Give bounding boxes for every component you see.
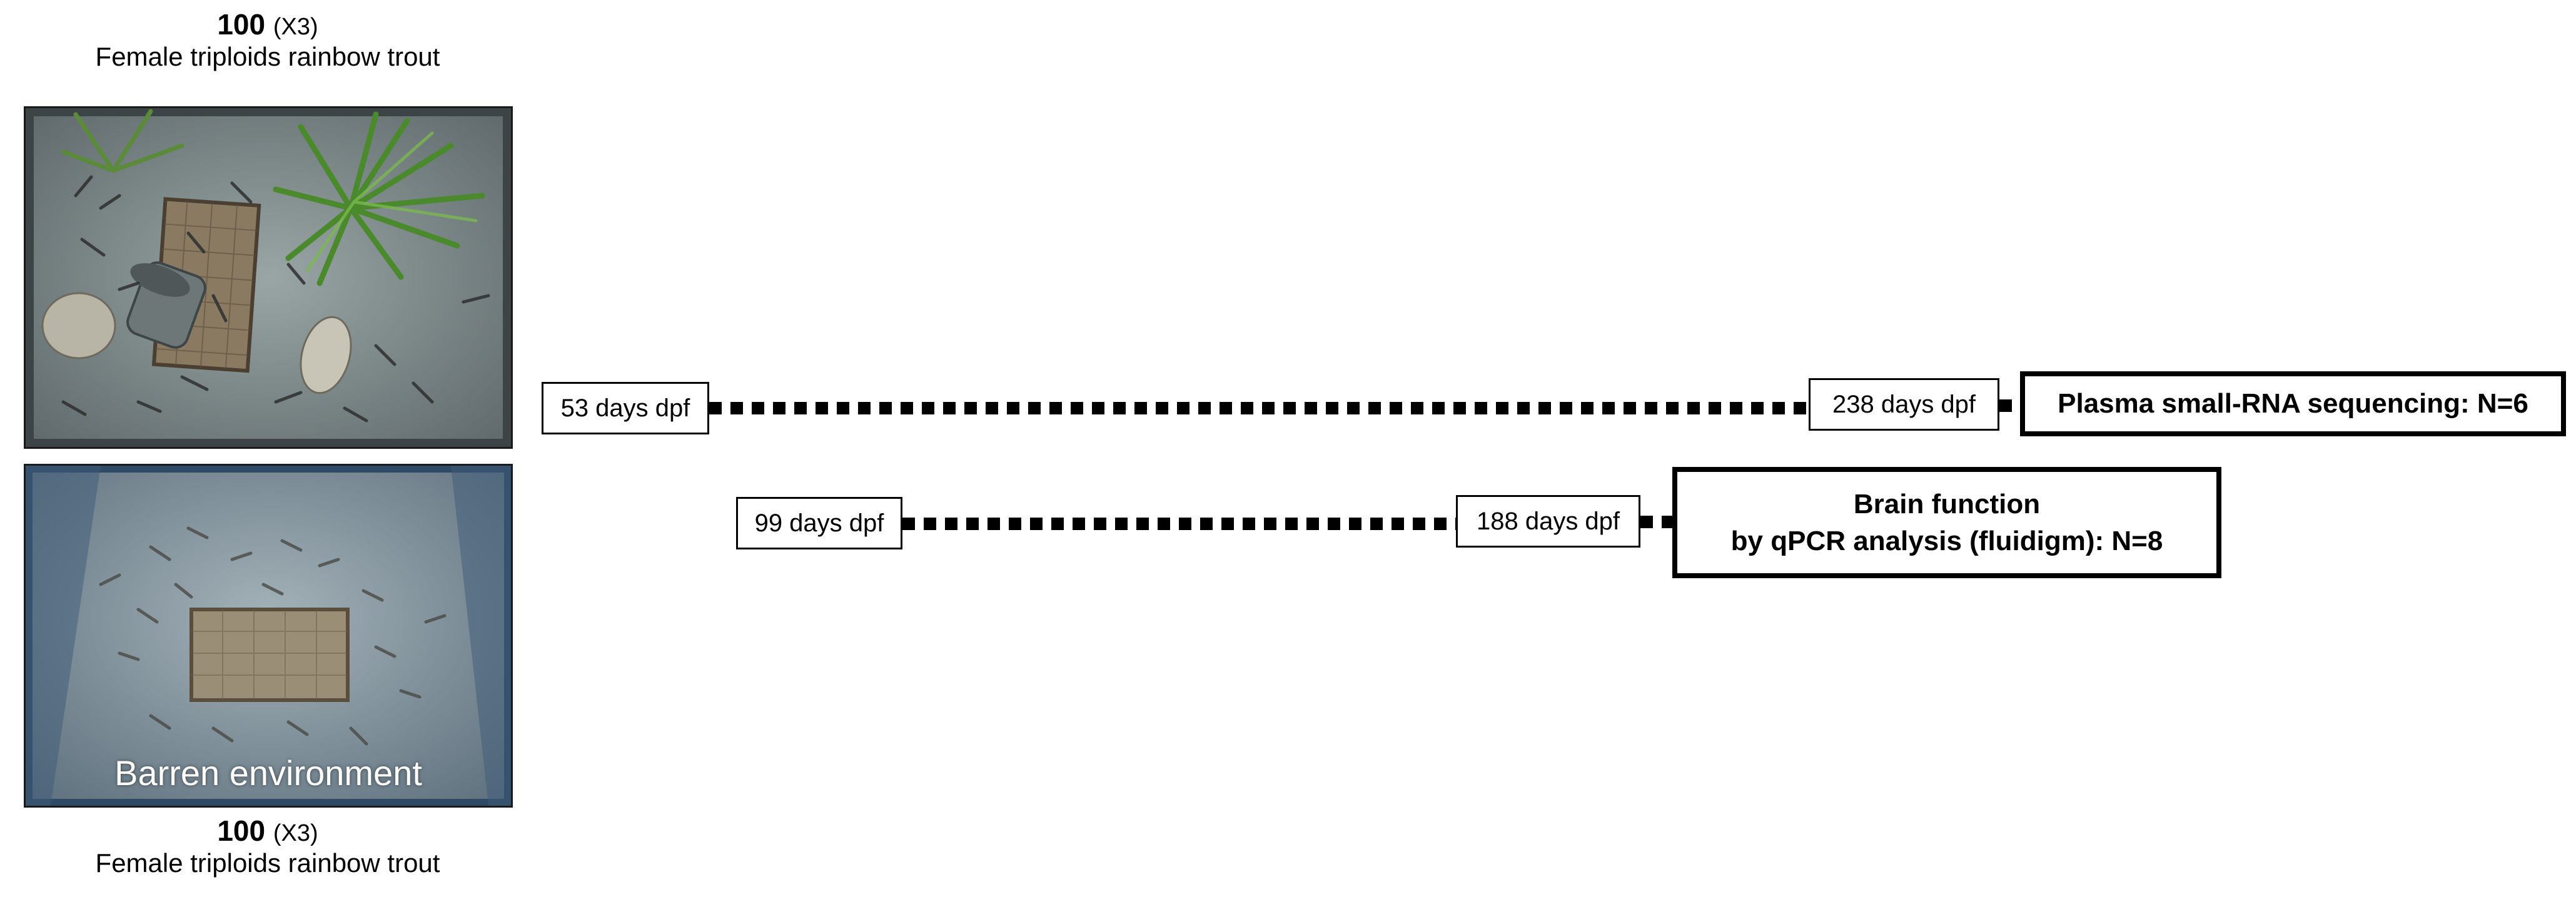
timeline-2-end-box: 188 days dpf: [1456, 495, 1640, 548]
enriched-tank-illustration: [26, 108, 511, 447]
barren-group-multiplier: (X3): [273, 820, 318, 846]
barren-group-label: Female triploids rainbow trout: [95, 848, 440, 878]
timeline-2-outcome-box: Brain function by qPCR analysis (fluidig…: [1672, 467, 2221, 578]
timeline-1-start-box: 53 days dpf: [542, 382, 709, 434]
barren-tank-illustration: [26, 466, 511, 806]
pipe: [126, 261, 206, 349]
timeline-1-end-box: 238 days dpf: [1809, 378, 1999, 431]
barren-environment-label: Barren environment: [114, 753, 422, 793]
timeline-1-outcome-line-1: Plasma small-RNA sequencing: N=6: [2058, 388, 2528, 419]
barren-group-count-line: 100 (X3): [24, 814, 512, 848]
enriched-environment-photo: [24, 106, 513, 449]
enriched-group-count: 100: [217, 8, 266, 41]
mesh-shelter-barren: [189, 608, 350, 702]
barren-group-count: 100: [217, 814, 266, 847]
fish-group-barren: [99, 526, 447, 746]
enriched-group-caption: 100 (X3) Female triploids rainbow trout: [24, 8, 512, 73]
timeline-2-outcome-line-2: by qPCR analysis (fluidigm): N=8: [1730, 526, 2163, 556]
timeline-1-outcome-box: Plasma small-RNA sequencing: N=6: [2020, 371, 2566, 436]
fish-group: [61, 175, 490, 423]
enriched-group-count-line: 100 (X3): [24, 8, 512, 41]
timeline-2-start-box: 99 days dpf: [736, 497, 902, 549]
plant-left: [61, 109, 184, 173]
enriched-group-label: Female triploids rainbow trout: [95, 42, 440, 72]
barren-environment-photo: Barren environment: [24, 464, 513, 808]
barren-group-caption: 100 (X3) Female triploids rainbow trout: [24, 814, 512, 879]
plant-right: [273, 111, 485, 286]
enriched-group-multiplier: (X3): [273, 14, 318, 40]
timeline-2-outcome-line-1: Brain function: [1853, 488, 2041, 519]
